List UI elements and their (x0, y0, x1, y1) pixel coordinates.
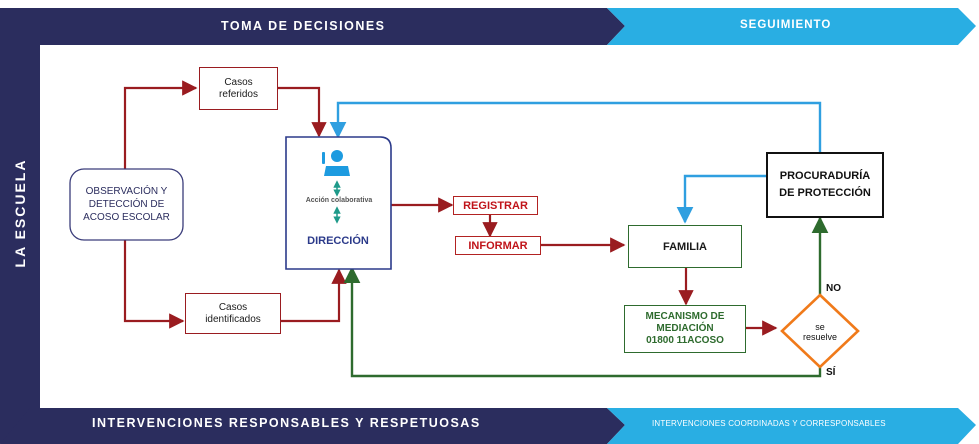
decision-label: se resuelve (802, 322, 838, 342)
informar-box: INFORMAR (455, 236, 541, 255)
top-right-band (607, 8, 976, 45)
top-right-band-title: SEGUIMIENTO (740, 19, 832, 31)
top-band-title: TOMA DE DECISIONES (221, 19, 386, 33)
arrow-referidos-to-direccion (278, 86, 327, 138)
arrow-procuraduria-to-direccion (329, 101, 822, 152)
procuraduria-box: PROCURADURÍA DE PROTECCIÓN (766, 152, 884, 218)
bottom-band (0, 408, 625, 444)
mecanismo-box: MECANISMO DE MEDIACIÓN 01800 11ACOSO (624, 305, 746, 353)
bottom-right-band-title: INTERVENCIONES COORDINADAS Y CORRESPONSA… (652, 419, 886, 428)
decision-no-label: NO (826, 283, 841, 294)
familia-box: FAMILIA (628, 225, 742, 268)
observacion-box (69, 168, 184, 241)
decision-si-label: SÍ (826, 367, 836, 378)
bottom-band-title: INTERVENCIONES RESPONSABLES Y RESPETUOSA… (92, 416, 481, 430)
direccion-box (285, 136, 392, 270)
observacion-label: OBSERVACIÓN Y DETECCIÓN DE ACOSO ESCOLAR (83, 186, 170, 223)
arrow-decision-si-to-direccion (343, 266, 822, 378)
casos-identificados-box: Casos identificados (185, 293, 281, 334)
arrow-identificados-to-direccion (281, 268, 347, 323)
mecanismo-phone: 01800 11ACOSO (646, 335, 724, 346)
side-band-title: LA ESCUELA (12, 158, 28, 268)
accion-colaborativa-label: Acción colaborativa (305, 197, 373, 204)
arrow-procuraduria-to-familia (676, 174, 766, 224)
direccion-label: DIRECCIÓN (307, 235, 369, 247)
side-band (0, 8, 40, 444)
mecanismo-label: MECANISMO DE MEDIACIÓN (645, 311, 725, 334)
arrow-obs-to-identificados (123, 237, 185, 329)
bottom-right-band (607, 408, 976, 444)
registrar-box: REGISTRAR (453, 196, 538, 215)
decision-diamond (780, 293, 860, 369)
casos-referidos-box: Casos referidos (199, 67, 278, 110)
person-icon (322, 150, 350, 176)
arrow-obs-to-referidos (123, 80, 198, 175)
